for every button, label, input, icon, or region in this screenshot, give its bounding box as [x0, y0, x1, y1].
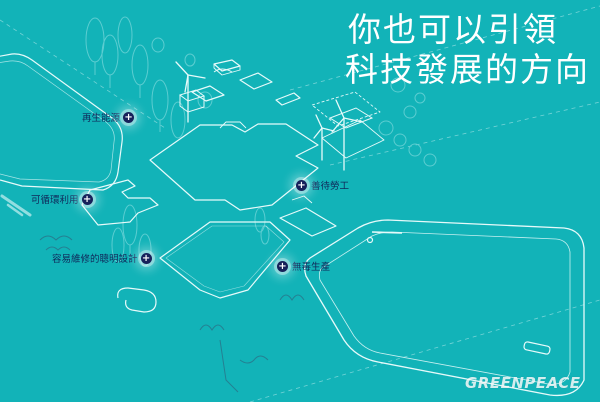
- hotspot-fair-labour[interactable]: + 善待勞工: [296, 178, 349, 192]
- headline-line-1: 你也可以引領: [348, 10, 558, 49]
- hotspot-label: 容易維修的聰明設計: [52, 254, 138, 265]
- hotspot-label: 善待勞工: [311, 181, 350, 192]
- hotspot-label: 再生能源: [82, 113, 121, 124]
- plus-icon: +: [277, 260, 288, 272]
- hotspot-recyclable[interactable]: 可循環利用 +: [31, 192, 93, 206]
- headline-line-2: 科技發展的方向: [345, 50, 590, 89]
- hotspot-label: 可循環利用: [31, 195, 79, 206]
- plus-icon: +: [140, 252, 152, 264]
- plus-icon: +: [123, 111, 135, 123]
- hotspot-label: 無毒生產: [292, 262, 331, 273]
- plus-icon: +: [296, 179, 307, 191]
- plus-icon: +: [81, 193, 93, 205]
- hotspot-renewable-energy[interactable]: 再生能源 +: [82, 110, 135, 124]
- hotspot-repairable-design[interactable]: 容易維修的聰明設計 +: [52, 251, 152, 265]
- hotspot-toxic-free[interactable]: + 無毒生產: [277, 259, 330, 273]
- greenpeace-logo: GREENPEACE: [465, 374, 581, 392]
